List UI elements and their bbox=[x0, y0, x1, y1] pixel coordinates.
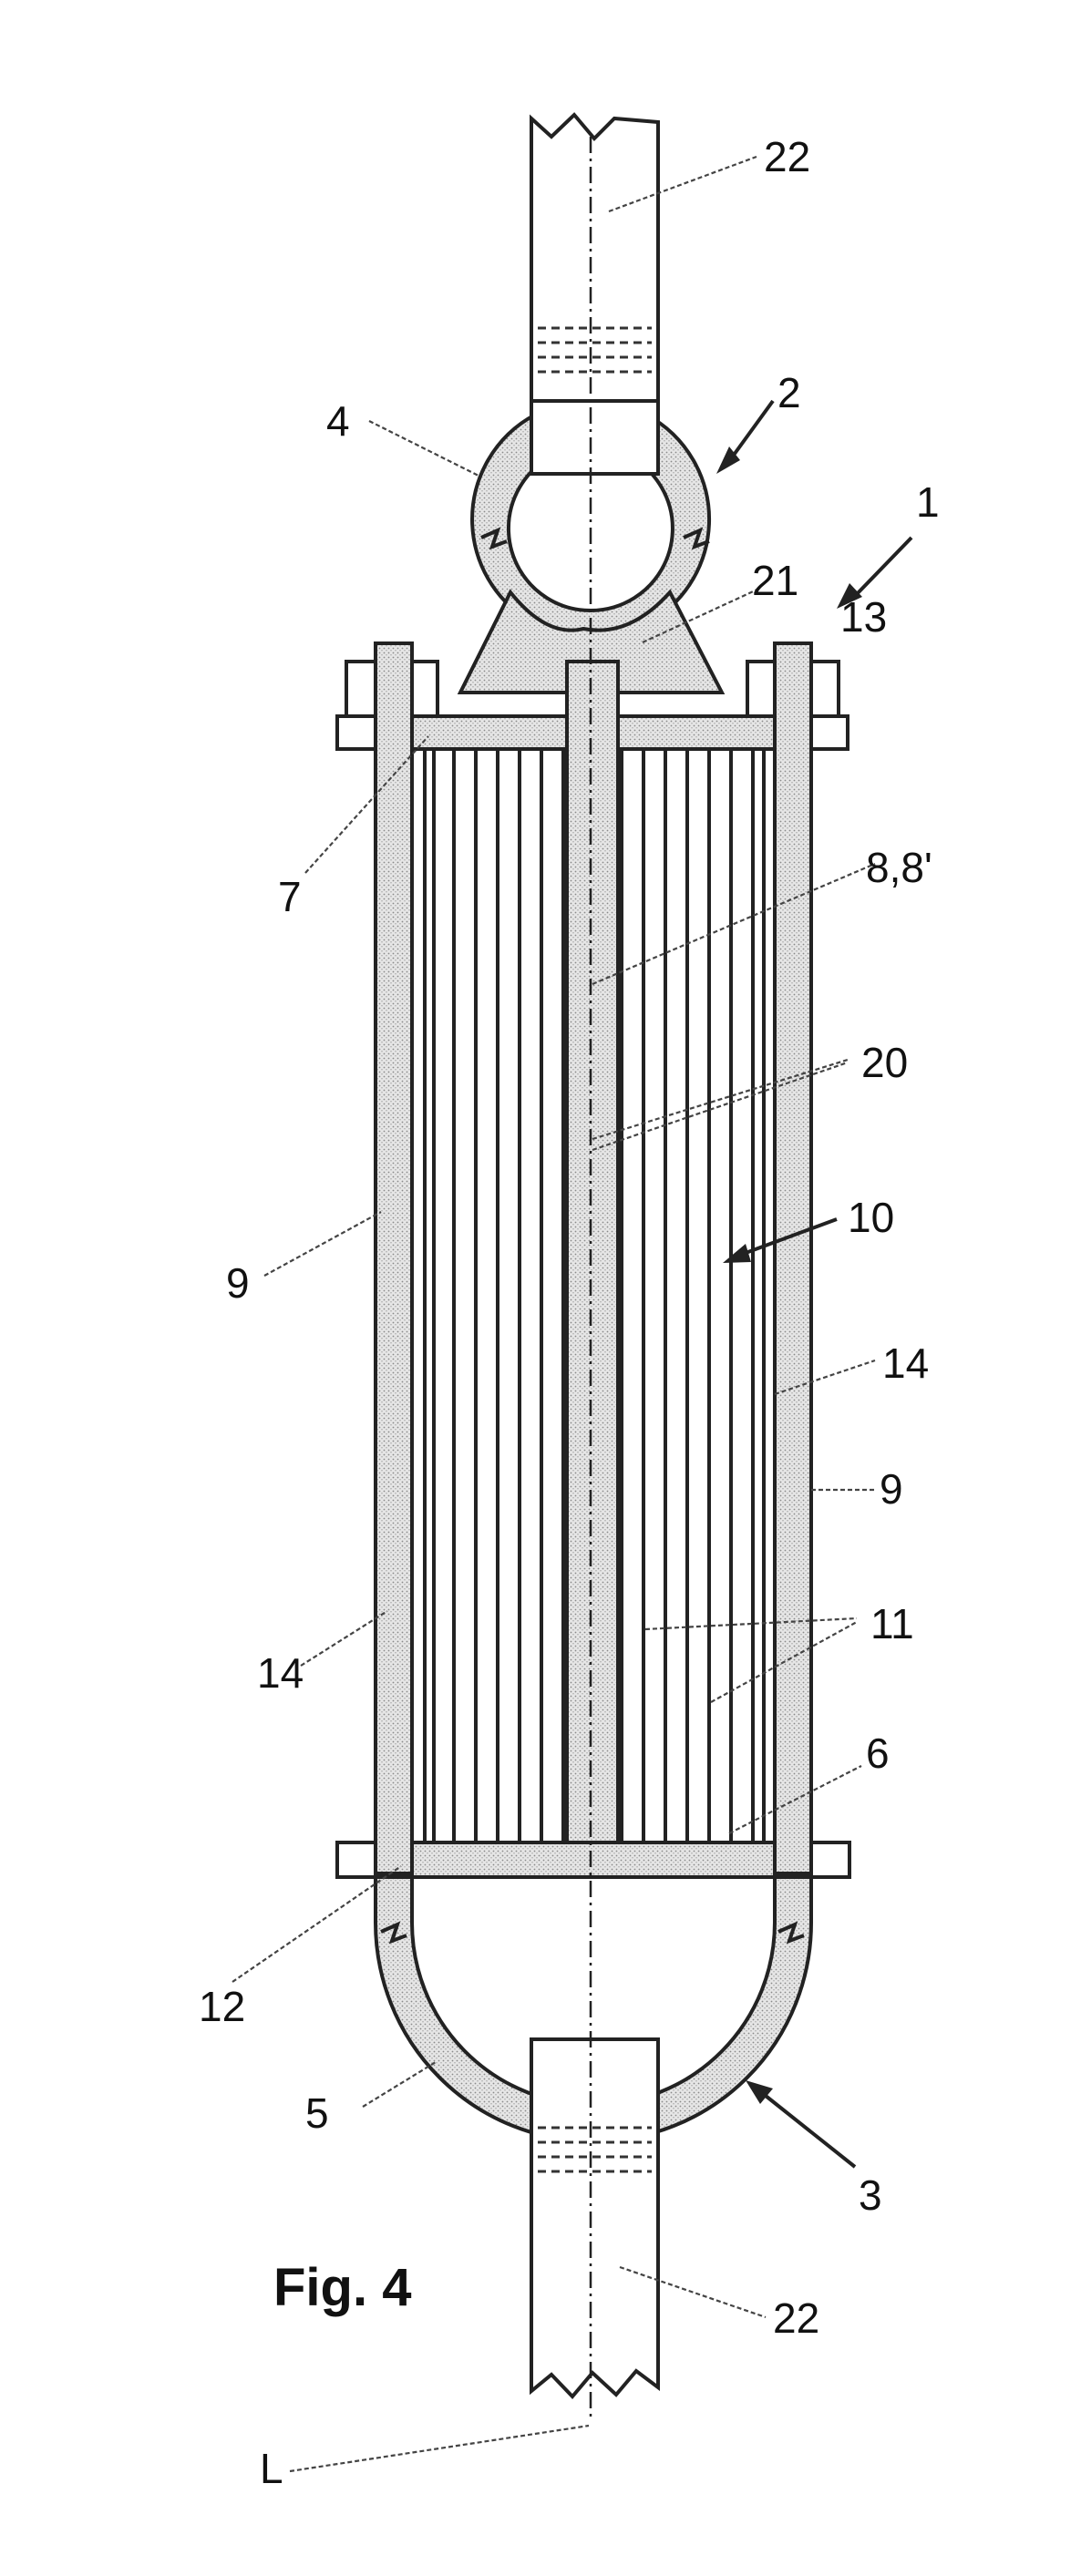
ref-2: 2 bbox=[777, 369, 801, 416]
lower-tube-plate bbox=[410, 1841, 777, 1879]
bottom-pipe-thread-marks bbox=[538, 2126, 652, 2173]
ref-10: 10 bbox=[848, 1194, 894, 1241]
arrow-3-head bbox=[746, 2080, 773, 2104]
ref-12: 12 bbox=[199, 1983, 245, 2030]
arrow-1-head bbox=[837, 583, 862, 609]
ref-21: 21 bbox=[752, 557, 798, 604]
ref-9-left: 9 bbox=[226, 1259, 250, 1307]
arrow-2-head bbox=[716, 446, 740, 474]
right-tube-bundle bbox=[642, 749, 766, 1842]
bottom-pipe bbox=[530, 2037, 660, 2399]
ref-13: 13 bbox=[840, 593, 887, 641]
central-tube bbox=[565, 660, 620, 1844]
ref-6: 6 bbox=[866, 1729, 890, 1777]
ref-14-right: 14 bbox=[882, 1339, 929, 1387]
right-lower-flange bbox=[809, 1841, 851, 1879]
ref-5: 5 bbox=[305, 2089, 329, 2137]
ref-22-top: 22 bbox=[764, 133, 810, 180]
vessel-body bbox=[335, 641, 851, 1879]
ref-9-right: 9 bbox=[880, 1465, 903, 1513]
figure-caption: Fig. 4 bbox=[273, 2258, 411, 2317]
ref-22-bottom: 22 bbox=[773, 2294, 819, 2342]
ref-7: 7 bbox=[278, 873, 302, 920]
right-side-wall bbox=[773, 641, 813, 1875]
ref-4: 4 bbox=[326, 397, 350, 445]
ref-L: L bbox=[260, 2445, 283, 2492]
ref-11: 11 bbox=[870, 1600, 914, 1647]
arrow-10-head bbox=[723, 1244, 751, 1263]
ref-8: 8,8' bbox=[866, 844, 932, 891]
ref-1: 1 bbox=[916, 478, 940, 526]
leader-lines bbox=[232, 155, 876, 2473]
left-lower-flange bbox=[335, 1841, 377, 1879]
top-pipe-thread-marks bbox=[538, 326, 652, 374]
ref-3: 3 bbox=[859, 2171, 882, 2219]
pointer-arrows bbox=[716, 399, 913, 2169]
ref-20: 20 bbox=[861, 1039, 908, 1086]
left-tube-bundle bbox=[423, 749, 543, 1842]
left-side-wall bbox=[374, 641, 414, 1875]
ref-14-left: 14 bbox=[257, 1649, 304, 1697]
